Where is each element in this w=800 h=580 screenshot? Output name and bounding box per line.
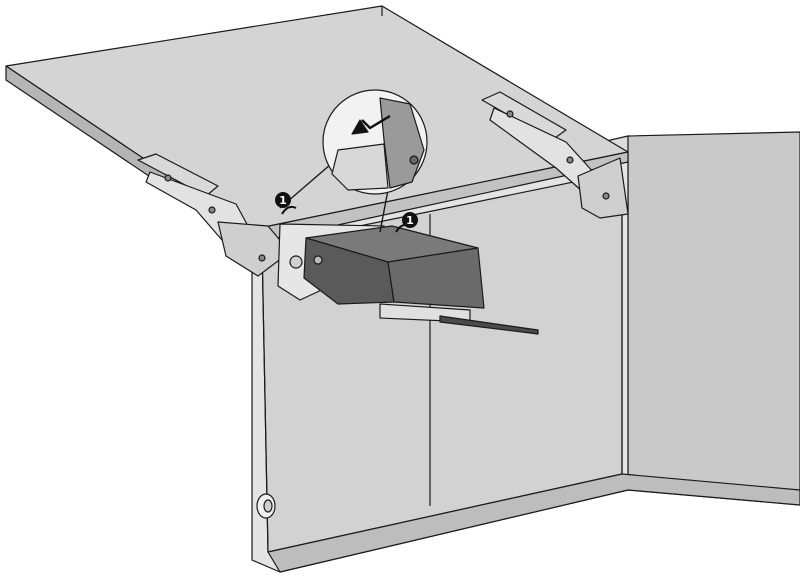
- magnifier-arrow-icon: [361, 114, 391, 130]
- right-arm-pivot-1: [506, 110, 514, 118]
- lift-mechanism: [277, 223, 539, 335]
- detail-magnifier: [279, 89, 428, 233]
- left-arm-lower: [217, 221, 291, 277]
- mechanism-box-side: [387, 247, 485, 309]
- magnifier-lead-right: [379, 189, 389, 233]
- callout-1-right-label: 1: [406, 214, 414, 227]
- mechanism-box-front: [303, 237, 395, 305]
- mechanism-pivot-wheel: [289, 255, 303, 269]
- magnifier-screw: [409, 155, 419, 165]
- callout-1-left: 1: [275, 192, 291, 208]
- callout-1-right-badge: [402, 212, 418, 228]
- callout-1-right: 1: [402, 212, 418, 228]
- right-arm-pivot-3: [602, 192, 610, 200]
- magnifier-part-dark: [379, 97, 425, 189]
- callout-1-left-badge: [275, 192, 291, 208]
- mechanism-screw: [313, 255, 323, 265]
- adjustment-screwdriver: [439, 315, 539, 335]
- cabinet-right-side: [627, 131, 800, 506]
- left-arm-pivot-3: [258, 254, 266, 262]
- left-lift-arm: [137, 153, 291, 277]
- right-arm-pivot-2: [566, 156, 574, 164]
- magnifier-arrow-head-icon: [351, 119, 369, 135]
- right-lift-arm: [481, 91, 629, 219]
- callout-1-left-label: 1: [279, 194, 287, 207]
- left-arm-pivot-1: [164, 174, 172, 182]
- left-arm-pivot-2: [208, 206, 216, 214]
- magnifier-part-light: [331, 143, 389, 191]
- right-arm-lower: [577, 157, 629, 219]
- left-action-arrow-icon: [281, 205, 297, 215]
- door-knob-inner: [263, 499, 273, 513]
